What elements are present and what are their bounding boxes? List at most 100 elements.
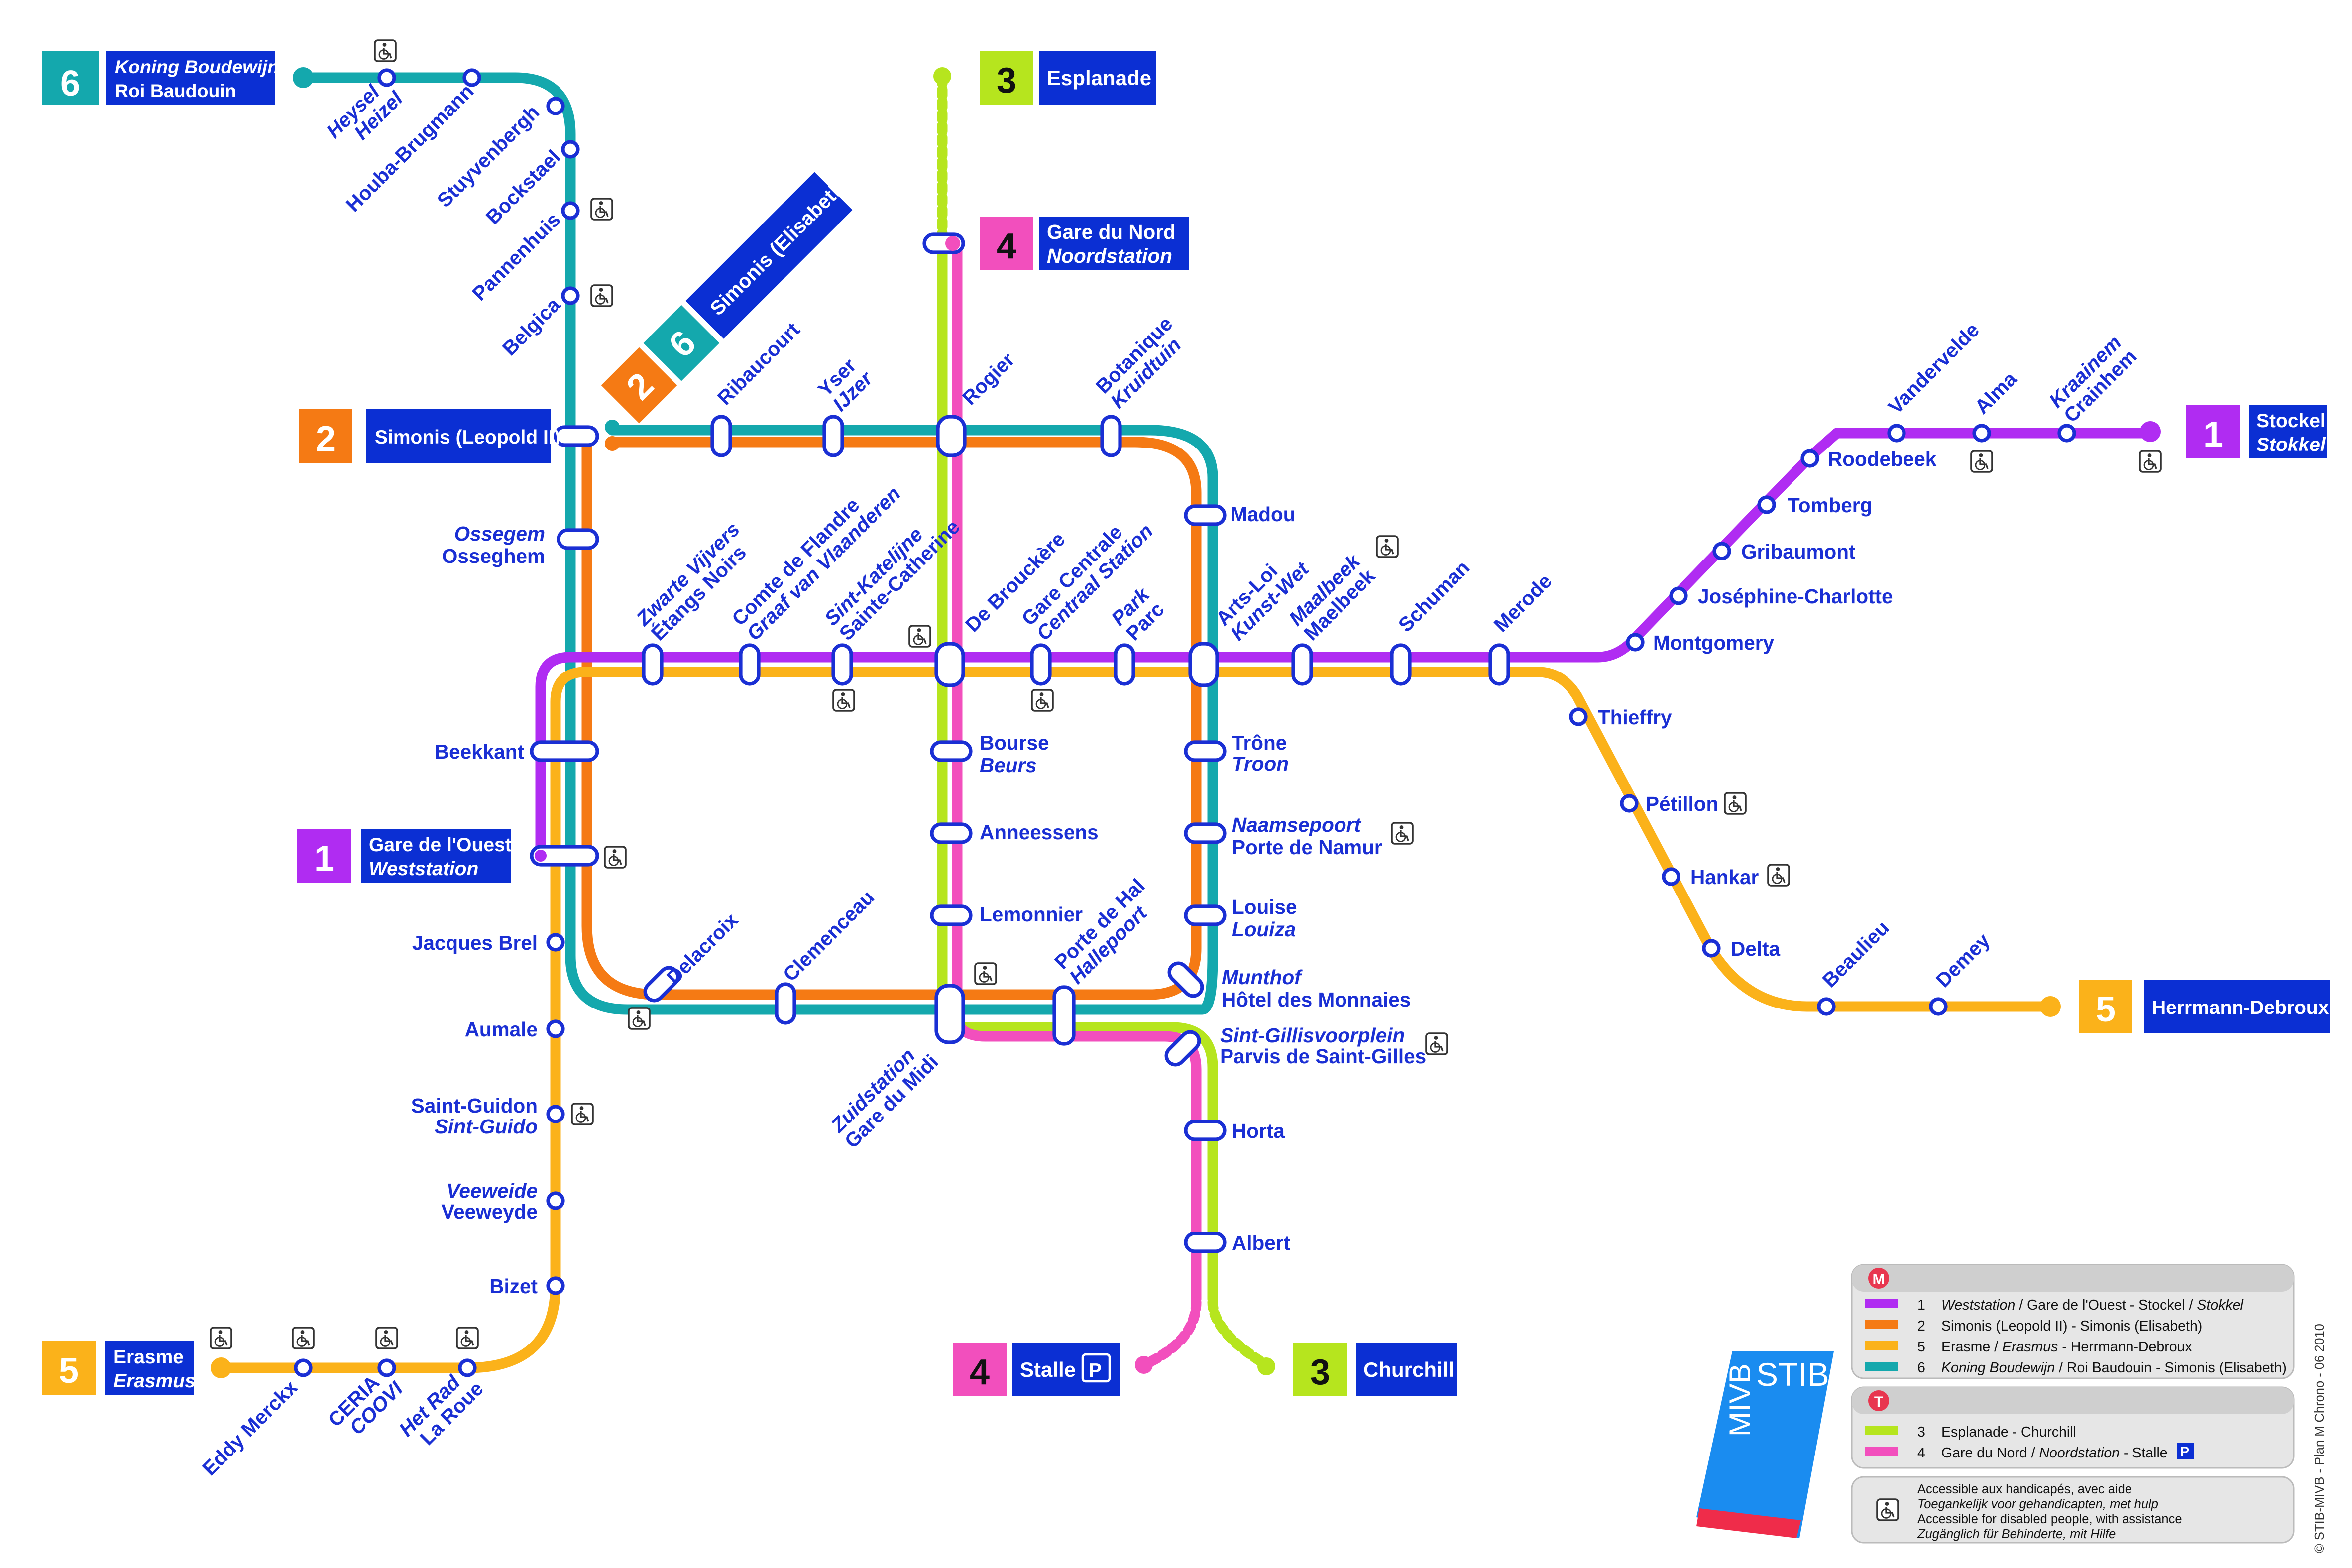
credit-text: © STIB-MIVB - Plan M Chrono - 06 2010 (2313, 1324, 2327, 1553)
wheelchair-icon (1376, 535, 1399, 558)
station-label: Trône (1232, 731, 1287, 754)
station-dot[interactable] (546, 933, 565, 952)
station-dot[interactable] (1620, 794, 1639, 813)
station-capsule[interactable] (1100, 415, 1122, 457)
wheelchair-icon (1425, 1032, 1448, 1055)
station-dot[interactable] (561, 201, 580, 220)
station-label: Horta (1232, 1120, 1285, 1142)
station-capsule[interactable] (554, 425, 599, 447)
station-dot[interactable] (1669, 586, 1688, 605)
line-number: 5 (59, 1351, 79, 1391)
station-dot[interactable] (1929, 997, 1948, 1016)
terminal-name: Herrmann-Debroux (2152, 997, 2329, 1018)
line-end-dot (933, 67, 951, 85)
station-dot[interactable] (458, 1358, 477, 1377)
station-capsule[interactable] (1184, 822, 1227, 844)
station-dot[interactable] (294, 1358, 313, 1377)
station-dot[interactable] (561, 286, 580, 305)
station-dot[interactable] (1569, 707, 1588, 726)
terminal-line-1-gare-de-louest: 1 Gare de l'Ouest Weststation (297, 829, 512, 883)
station-capsule[interactable] (934, 984, 965, 1044)
station-dot[interactable] (377, 1358, 396, 1377)
station-dot[interactable] (1972, 424, 1991, 443)
station-dot[interactable] (1887, 424, 1906, 443)
station-dot[interactable] (546, 1191, 565, 1210)
station-dot[interactable] (1662, 867, 1680, 886)
station-dot[interactable] (377, 68, 396, 87)
station-capsule[interactable] (831, 643, 853, 686)
terminal-line-5-herrmann-debroux: 5 Herrmann-Debroux (2079, 980, 2330, 1033)
station-label: Thieffry (1598, 706, 1672, 729)
station-capsule[interactable] (739, 643, 761, 686)
station-capsule[interactable] (822, 415, 844, 457)
station-capsule[interactable] (1291, 643, 1313, 686)
line-end-dot (2140, 421, 2161, 442)
wheelchair-icon (1970, 450, 1993, 473)
wheelchair-icon (590, 284, 613, 307)
legend-num: 4 (1917, 1445, 1925, 1461)
station-capsule[interactable] (1184, 1120, 1227, 1141)
station-capsule[interactable] (936, 415, 967, 457)
station-dot[interactable] (1757, 495, 1776, 514)
legend-access-fr: Accessible aux handicapés, avec aide (1917, 1482, 2132, 1496)
station-capsule[interactable] (1166, 960, 1206, 1000)
station-dot[interactable] (546, 1105, 565, 1123)
station-capsule[interactable] (930, 822, 973, 844)
station-capsule[interactable] (1188, 642, 1219, 687)
station-label: Merode (1489, 569, 1556, 636)
station-dot[interactable] (2057, 424, 2076, 443)
station-dot[interactable] (561, 140, 580, 159)
station-capsule[interactable] (1488, 643, 1510, 686)
station-capsule[interactable] (1184, 1232, 1227, 1253)
station-capsule[interactable] (530, 740, 599, 762)
wheelchair-icon (210, 1327, 232, 1349)
station-label: Porte de Namur (1232, 836, 1382, 859)
logo-mivb: MIVB (1723, 1363, 1757, 1437)
terminal-name: Roi Baudouin (115, 80, 236, 101)
station-capsule[interactable] (930, 904, 973, 926)
station-label: Beaulieu (1818, 916, 1894, 992)
station-capsule[interactable] (1184, 504, 1227, 526)
station-capsule[interactable] (934, 642, 965, 687)
station-label: Beurs (980, 754, 1037, 777)
line-3-south-extension (1207, 1297, 1272, 1370)
station-capsule[interactable] (775, 982, 796, 1025)
terminal-name: Stockel (2256, 410, 2326, 432)
terminal-name: Gare de l'Ouest (369, 834, 512, 856)
station-capsule[interactable] (710, 415, 732, 457)
station-label: Saint-Guidon (411, 1094, 538, 1117)
logo-stib: STIB (1756, 1356, 1829, 1393)
station-capsule[interactable] (1390, 643, 1412, 686)
station-capsule[interactable] (1114, 643, 1135, 686)
station-capsule[interactable] (530, 845, 599, 867)
parking-icon (2177, 1443, 2194, 1459)
station-dot[interactable] (462, 68, 481, 87)
line-end-dots (211, 67, 2161, 1378)
station-capsule[interactable] (642, 643, 664, 686)
station-label: Troon (1232, 752, 1289, 775)
line-number: 5 (2096, 990, 2116, 1029)
station-label: Ossegem (454, 522, 545, 545)
station-label: Schuman (1394, 556, 1474, 636)
station-dot[interactable] (546, 1019, 565, 1038)
station-capsule[interactable] (1052, 985, 1076, 1046)
metro-badge-label: M (1873, 1271, 1885, 1288)
station-dot[interactable] (1800, 449, 1819, 468)
station-dot[interactable] (546, 97, 565, 115)
station-capsule[interactable] (557, 528, 599, 550)
legend-swatch (1865, 1299, 1898, 1308)
station-capsule[interactable] (1184, 740, 1227, 762)
station-capsule[interactable] (1163, 1028, 1203, 1069)
station-dot[interactable] (1817, 997, 1836, 1016)
station-capsule[interactable] (1184, 904, 1227, 926)
station-capsule[interactable] (1030, 643, 1052, 686)
station-dot[interactable] (1702, 939, 1721, 958)
station-dot[interactable] (1712, 542, 1731, 560)
station-capsule[interactable] (642, 964, 682, 1005)
station-dot[interactable] (546, 1276, 565, 1295)
station-capsule[interactable] (930, 740, 973, 762)
terminal-line-3-esplanade: 3 Esplanade (980, 51, 1156, 105)
station-dot[interactable] (1626, 633, 1645, 652)
terminal-name: Simonis (Elisabeth) (705, 171, 854, 320)
wheelchair-icon (1724, 792, 1747, 815)
